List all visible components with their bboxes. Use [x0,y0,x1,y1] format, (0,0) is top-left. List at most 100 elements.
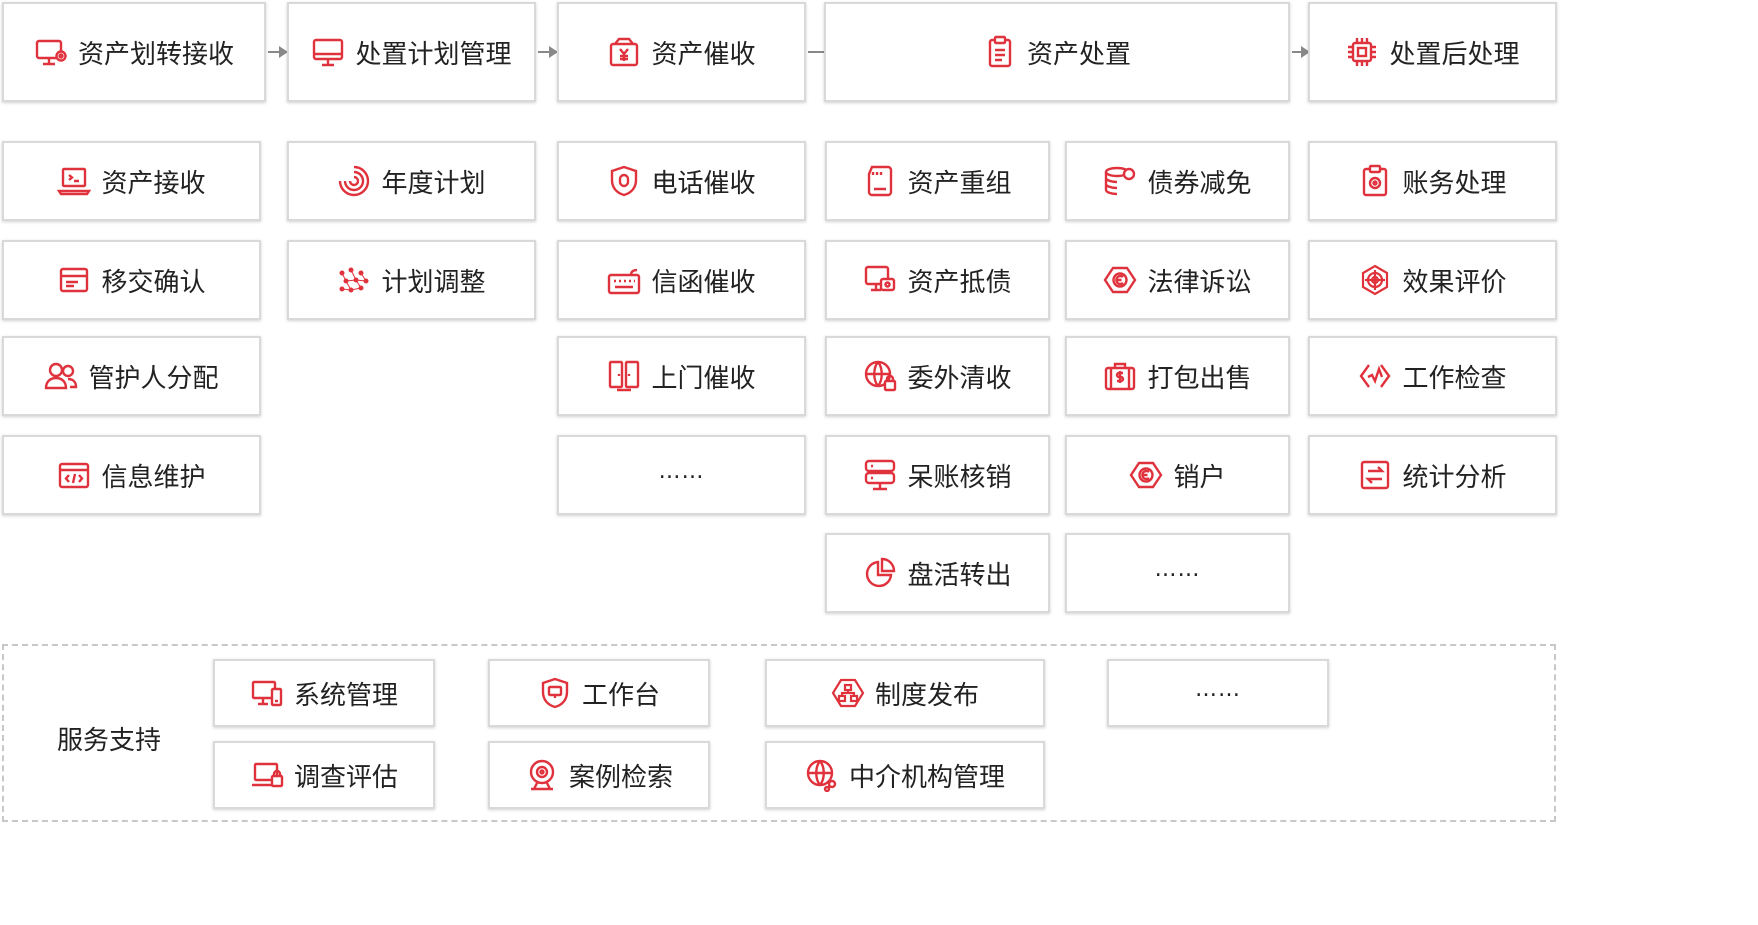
stage-asset-transfer-receive[interactable]: 资产划转接收 [2,2,266,102]
stage-asset-collection[interactable]: 资产催收 [557,2,806,102]
item-label: 移交确认 [101,267,206,298]
monitor-settings-icon [34,35,68,69]
item-label: 资产重组 [907,168,1012,199]
support-case-search[interactable]: 案例检索 [488,741,710,809]
item-custodian-assign[interactable]: 管护人分配 [2,336,261,416]
devices-icon [250,676,284,710]
item-label: 制度发布 [874,680,979,711]
monitor-user-icon [863,263,897,297]
item-label: 债券减免 [1147,168,1252,199]
item-handover-confirm[interactable]: 移交确认 [2,240,261,320]
support-policy-publish[interactable]: 制度发布 [765,659,1045,727]
server-icon [863,458,897,492]
clipboard-gear-icon [1358,164,1392,198]
stage-label: 处置后处理 [1389,39,1520,70]
item-plan-adjust[interactable]: 计划调整 [287,240,536,320]
item-label: 年度计划 [381,168,486,199]
globe-lock-icon [863,359,897,393]
item-label: 中介机构管理 [848,762,1005,793]
item-bad-debt-writeoff[interactable]: 呆账核销 [825,435,1050,515]
item-label: 委外清收 [907,363,1012,394]
item-label: 计划调整 [381,267,486,298]
support-system-management[interactable]: 系统管理 [213,659,435,727]
item-bond-relief[interactable]: 债券减免 [1065,141,1290,221]
support-workbench[interactable]: 工作台 [488,659,710,727]
item-label: 上门催收 [651,363,756,394]
stage-label: 资产处置 [1026,39,1131,70]
stage-asset-disposal[interactable]: 资产处置 [824,2,1290,102]
support-intermediary-management[interactable]: 中介机构管理 [765,741,1045,809]
item-label: 效果评价 [1402,267,1507,298]
support-more: …… [1107,659,1329,727]
dollar-bag-icon [1103,359,1137,393]
item-work-inspection[interactable]: 工作检查 [1308,336,1557,416]
service-support-label: 服务支持 [57,726,162,756]
item-asset-restructure[interactable]: 资产重组 [825,141,1050,221]
users-icon [44,359,78,393]
laptop-code-icon [57,164,92,198]
pie-chart-icon [863,556,897,590]
swap-arrows-icon [1358,458,1392,492]
monitor-icon [311,35,345,69]
stage-label: 资产催收 [651,39,756,70]
item-revitalize-transfer[interactable]: 盘活转出 [825,533,1050,613]
item-label: 盘活转出 [907,560,1012,591]
item-label: 资产接收 [101,168,206,199]
org-chart-icon [831,676,865,710]
target-icon [1358,263,1392,297]
item-package-sale[interactable]: 打包出售 [1065,336,1290,416]
item-visit-collection[interactable]: 上门催收 [557,336,806,416]
ellipsis-text: …… [658,458,705,484]
item-annual-plan[interactable]: 年度计划 [287,141,536,221]
item-label: 打包出售 [1147,363,1252,394]
item-more: …… [1065,533,1290,613]
webcam-icon [525,758,559,792]
database-coin-icon [1103,164,1137,198]
spiral-icon [337,164,371,198]
stage-post-disposal[interactable]: 处置后处理 [1308,2,1557,102]
item-letter-collection[interactable]: 信函催收 [557,240,806,320]
item-info-maintain[interactable]: 信息维护 [2,435,261,515]
item-phone-collection[interactable]: 电话催收 [557,141,806,221]
shield-icon [607,164,641,198]
laptop-lock-icon [250,758,284,792]
item-more: …… [557,435,806,515]
hexagon-e-icon [1103,263,1137,297]
flow-arrow [1292,46,1310,58]
item-label: 统计分析 [1402,462,1507,493]
item-label: 呆账核销 [907,462,1012,493]
item-asset-receive[interactable]: 资产接收 [2,141,261,221]
keyboard-icon [607,263,641,297]
chip-icon [1345,35,1379,69]
network-dots-icon [337,263,371,297]
item-outsourced-collection[interactable]: 委外清收 [825,336,1050,416]
item-accounting[interactable]: 账务处理 [1308,141,1557,221]
item-label: 案例检索 [568,762,673,793]
item-label: 调查评估 [293,762,398,793]
hexagon-e-icon [1129,458,1163,492]
flow-arrow [268,46,288,58]
globe-network-icon [805,758,839,792]
item-lawsuit[interactable]: 法律诉讼 [1065,240,1290,320]
shield-monitor-icon [538,676,572,710]
yuan-wallet-icon [607,35,641,69]
item-account-close[interactable]: 销户 [1065,435,1290,515]
item-label: 账务处理 [1402,168,1507,199]
card-icon [57,263,91,297]
item-label: 系统管理 [293,680,398,711]
item-label: 法律诉讼 [1147,267,1252,298]
door-icon [607,359,641,393]
item-label: 工作台 [581,680,660,711]
support-investigation-evaluation[interactable]: 调查评估 [213,741,435,809]
item-label: 资产抵债 [907,267,1012,298]
item-statistical-analysis[interactable]: 统计分析 [1308,435,1557,515]
pulse-check-icon [1358,359,1392,393]
item-label: 电话催收 [651,168,756,199]
stage-label: 资产划转接收 [77,39,234,70]
item-asset-debt-offset[interactable]: 资产抵债 [825,240,1050,320]
stage-disposal-plan[interactable]: 处置计划管理 [287,2,536,102]
flow-arrow [538,46,558,58]
item-label: 销户 [1173,462,1226,493]
item-label: 信息维护 [101,462,206,493]
item-effect-evaluation[interactable]: 效果评价 [1308,240,1557,320]
